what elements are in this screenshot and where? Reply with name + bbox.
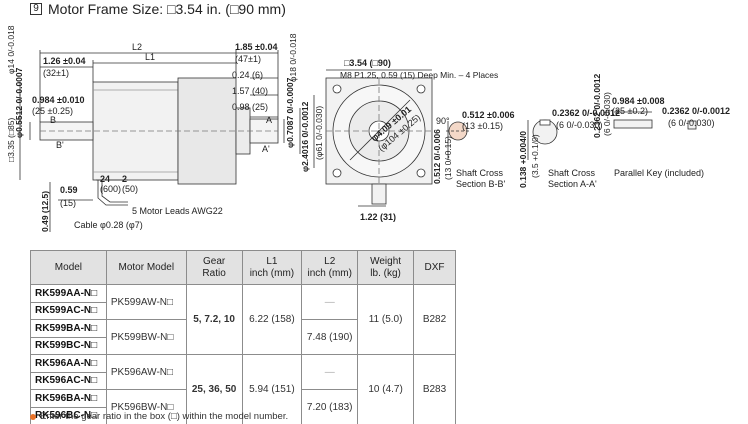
weight-cell: 11 (5.0) (357, 284, 415, 355)
dim-122: 1.22 (31) (360, 212, 396, 222)
section-header: 9 Motor Frame Size: □3.54 in. (□90 mm) (30, 0, 286, 18)
dim-phi61: (φ61 0/-0.030) (314, 106, 324, 160)
dim-phi07087: φ0.7087 0/-0.0007 (285, 77, 295, 148)
dim-phi24016: φ2.4016 0/-0.0012 (300, 101, 310, 172)
dim-phi18: φ18 0/-0.018 (288, 33, 298, 82)
m8-holes-label: M8 P1.25, 0.59 (15) Deep Min. – 4 Places (340, 70, 498, 80)
dim-24: 24 (100, 174, 110, 184)
cable-line (97, 180, 128, 206)
weight-cell: 10 (4.7) (357, 354, 415, 424)
model-cell: RK599BC-N□ (30, 336, 107, 355)
label-b: B (50, 115, 56, 125)
dim-47: (47±1) (235, 54, 261, 64)
col-header-model: Model (30, 250, 107, 285)
col-header-dxf: DXF (413, 250, 456, 285)
dim-126: 1.26 ±0.04 (43, 56, 85, 66)
dxf-link[interactable]: B282 (413, 284, 456, 355)
motor-model-cell: PK596BW-N□ (105, 389, 187, 424)
front-cable-exit (371, 183, 387, 205)
table-row: RK596BA-N□ PK596BW-N□ 7.20 (183) (30, 389, 456, 424)
label-b-prime: B' (56, 140, 64, 150)
dim-059: 0.59 (60, 185, 78, 195)
model-cell: RK599AA-N□ (30, 284, 107, 303)
dim-024: 0.24 (6) (232, 70, 263, 80)
dim-098: 0.98 (25) (232, 102, 268, 112)
motor-model-cell: PK596AW-N□ (105, 354, 187, 390)
dim-0512b: 0.512 0/-0.006 (432, 129, 442, 184)
section-title: Motor Frame Size: □3.54 in. (□90 mm) (48, 1, 286, 17)
dim-25k: (25 ±0.2) (612, 106, 648, 116)
dim-335: □3.35 (□85) (6, 118, 16, 162)
dim-6b: (6 0/-0.030) (602, 92, 612, 136)
deg-90: 90° (436, 116, 450, 126)
l2-cell: — (301, 354, 359, 390)
bullet-icon (30, 413, 36, 420)
dim-15: (15) (60, 198, 76, 208)
parallel-key-label: Parallel Key (included) (614, 168, 704, 178)
dim-l1: L1 (145, 52, 155, 62)
dim-phi14: φ14 0/-0.018 (6, 25, 16, 74)
dim-0512a: 0.512 ±0.006 (462, 110, 514, 120)
dim-35: (3.5 +0.1/0) (530, 134, 540, 178)
dim-13b: (13 0/-0.15) (443, 136, 453, 180)
footnote-text: Enter the gear ratio in the box (□) with… (40, 411, 289, 422)
parallel-key-end (687, 120, 697, 130)
dim-0138: 0.138 +0.004/0 (518, 131, 528, 188)
dim-25: (25 ±0.25) (32, 106, 73, 116)
model-cell: RK596AA-N□ (30, 354, 107, 373)
dim-2: 2 (122, 174, 127, 184)
col-header-motor-model: Motor Model (105, 250, 187, 285)
model-cell: RK596BA-N□ (30, 389, 107, 408)
dim-50: (50) (122, 184, 138, 194)
dim-6c: (6 0/-0.030) (668, 118, 715, 128)
dim-185: 1.85 ±0.04 (235, 42, 277, 52)
dim-2362a: 0.2362 0/-0.0012 (552, 108, 620, 118)
dim-600: (600) (100, 184, 121, 194)
dim-157: 1.57 (40) (232, 86, 268, 96)
dim-0984: 0.984 ±0.010 (32, 95, 84, 105)
dxf-link[interactable]: B283 (413, 354, 456, 424)
parallel-key-side (613, 119, 653, 129)
dim-sq354: □3.54 (□90) (344, 58, 391, 68)
dimension-drawing: L2 L1 1.26 ±0.04 (32±1) 1.85 ±0.04 (47±1… (6, 25, 730, 232)
dim-2362c: 0.2362 0/-0.0012 (662, 106, 730, 116)
l2-cell: 7.48 (190) (301, 319, 359, 355)
dim-l2: L2 (132, 42, 142, 52)
dim-phi0551: φ0.5512 0/-0.0007 (14, 67, 24, 138)
model-cell: RK599AC-N□ (30, 301, 107, 320)
model-cell: RK599BA-N□ (30, 319, 107, 338)
label-a-prime: A' (262, 144, 270, 154)
cable-label: Cable φ0.28 (φ7) (74, 220, 143, 230)
section-number: 9 (30, 3, 42, 15)
motor-model-cell: PK599AW-N□ (105, 284, 187, 320)
l2-cell: — (301, 284, 359, 320)
dim-049: 0.49 (12.5) (40, 191, 50, 232)
dim-13a: (13 ±0.15) (462, 121, 503, 131)
model-cell: RK596AC-N□ (30, 371, 107, 390)
gear-ratio-cell: 5, 7.2, 10 (185, 284, 243, 355)
leads-label: 5 Motor Leads AWG22 (132, 206, 223, 216)
dim-0984k: 0.984 ±0.008 (612, 96, 664, 106)
dim-2362b: 0.2362 0/-0.0012 (592, 73, 602, 138)
footnote: Enter the gear ratio in the box (□) with… (30, 411, 288, 422)
l1-cell: 6.22 (158) (241, 284, 303, 355)
motor-model-cell: PK599BW-N□ (105, 319, 187, 355)
dim-6a: (6 0/-0.030) (556, 120, 603, 130)
table-row: RK596AA-N□ PK596AW-N□ 25, 36, 50 5.94 (1… (30, 354, 456, 424)
gear-ratio-cell: 25, 36, 50 (185, 354, 243, 424)
l2-cell: 7.20 (183) (301, 389, 359, 424)
label-a: A (266, 115, 272, 125)
dim-32: (32±1) (43, 68, 69, 78)
table-row: RK599AA-N□ PK599AW-N□ 5, 7.2, 10 6.22 (1… (30, 284, 456, 355)
output-shaft (249, 118, 279, 144)
